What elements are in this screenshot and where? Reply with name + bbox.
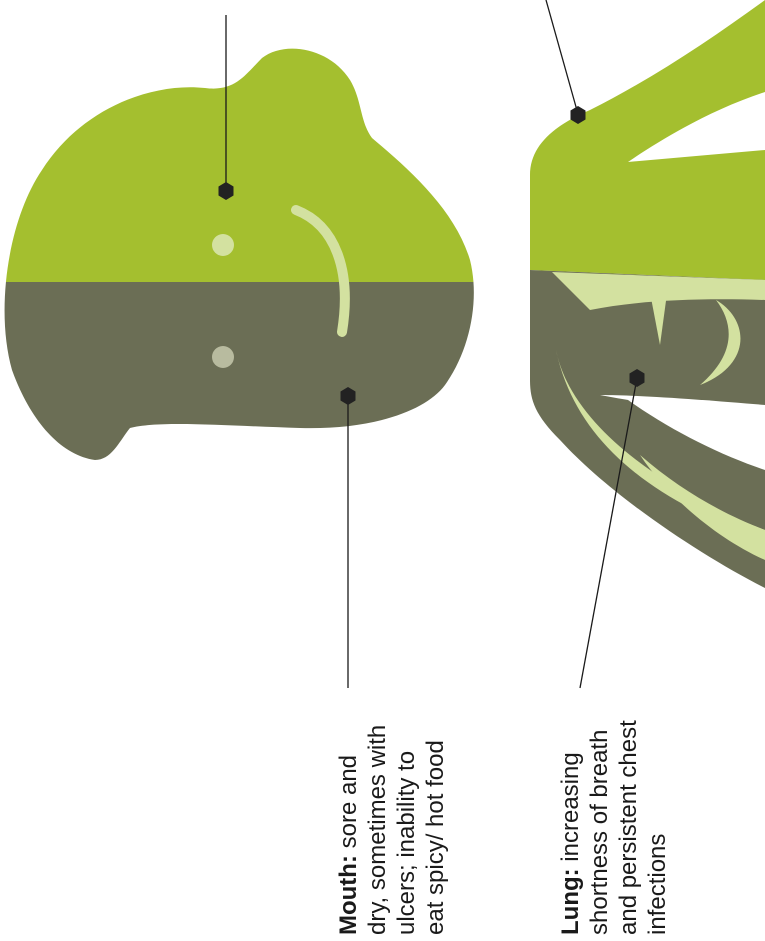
mouth-term: Mouth: <box>335 855 362 935</box>
leader-line-top-lung <box>546 0 578 114</box>
mouth-label-line-4: eat spicy/ hot food <box>421 725 450 935</box>
lung-illustration <box>530 0 765 588</box>
mouth-label-line-2: dry, sometimes with <box>363 725 392 935</box>
mouth-label: Mouth: sore and dry, sometimes with ulce… <box>334 725 450 935</box>
lung-label-line-2: shortness of breath <box>585 720 614 935</box>
lung-first-rest: increasing <box>557 752 584 868</box>
lung-label-line-3: and persistent chest <box>614 720 643 935</box>
mouth-label-line-1: Mouth: sore and <box>334 725 363 935</box>
lung-term: Lung: <box>557 868 584 935</box>
lung-label: Lung: increasing shortness of breath and… <box>556 720 672 935</box>
mouth-first-rest: sore and <box>335 755 362 855</box>
eye-dot-lower <box>212 346 234 368</box>
lung-label-line-4: infections <box>643 720 672 935</box>
mouth-label-line-3: ulcers; inability to <box>392 725 421 935</box>
eye-dot-upper <box>212 234 234 256</box>
head-illustration <box>5 49 478 460</box>
lung-label-line-1: Lung: increasing <box>556 720 585 935</box>
